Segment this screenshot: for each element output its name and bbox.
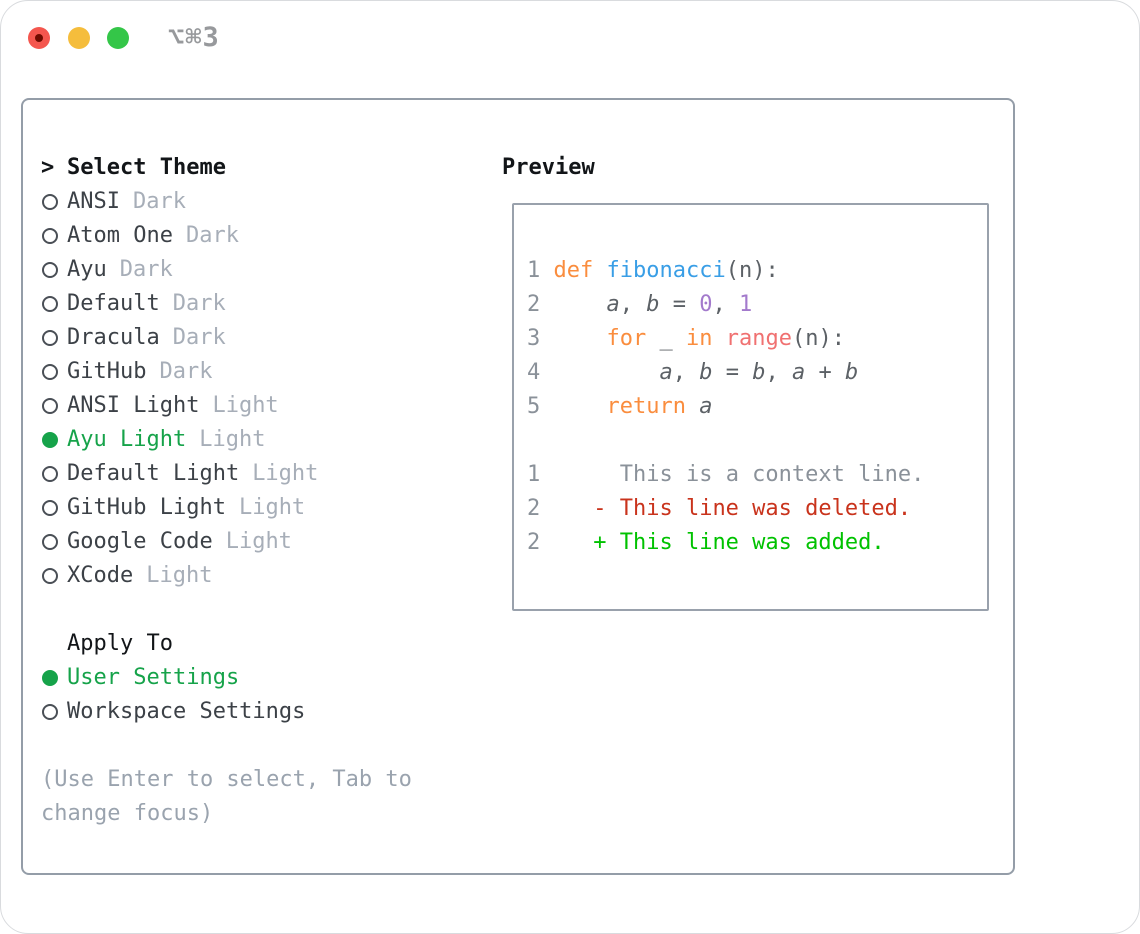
theme-name: Atom One bbox=[67, 223, 173, 248]
code-line: 4 a, b = b, a + b bbox=[527, 360, 859, 385]
theme-name: Dracula bbox=[67, 325, 160, 350]
theme-name: GitHub Light bbox=[67, 495, 226, 520]
selection-caret-icon: > bbox=[41, 155, 55, 180]
theme-name: Default bbox=[67, 291, 160, 316]
titlebar: ⌥⌘3 bbox=[1, 1, 1139, 71]
spacer-row bbox=[41, 593, 481, 627]
theme-option-github[interactable]: GitHub Dark bbox=[41, 355, 481, 389]
radio-icon bbox=[42, 228, 58, 244]
hint-text: (Use Enter to select, Tab to change focus… bbox=[41, 763, 481, 831]
theme-variant: Dark bbox=[119, 257, 173, 282]
spacer-row bbox=[41, 729, 481, 763]
theme-option-google-code[interactable]: Google Code Light bbox=[41, 525, 481, 559]
window-title: ⌥⌘3 bbox=[168, 22, 220, 53]
theme-option-ayu[interactable]: Ayu Dark bbox=[41, 253, 481, 287]
theme-variant: Light bbox=[238, 495, 306, 520]
theme-name: Default Light bbox=[67, 461, 240, 486]
theme-name: XCode bbox=[67, 563, 134, 588]
radio-icon bbox=[42, 194, 58, 210]
radio-selected-icon bbox=[42, 670, 58, 686]
radio-icon bbox=[42, 262, 58, 278]
theme-variant: Dark bbox=[172, 291, 226, 316]
theme-option-ansi-light[interactable]: ANSI Light Light bbox=[41, 389, 481, 423]
theme-variant: Light bbox=[199, 427, 266, 452]
select-theme-title: Select Theme bbox=[67, 155, 226, 180]
minimize-button[interactable] bbox=[68, 27, 90, 49]
code-line: 2 + This line was added. bbox=[527, 530, 885, 555]
theme-option-ansi[interactable]: ANSI Dark bbox=[41, 185, 481, 219]
apply-to-header: Apply To bbox=[41, 627, 481, 661]
code-line: 2 - This line was deleted. bbox=[527, 496, 912, 521]
radio-icon bbox=[42, 364, 58, 380]
theme-variant: Light bbox=[212, 393, 279, 418]
hint-line: (Use Enter to select, Tab to bbox=[41, 767, 412, 792]
theme-option-dracula[interactable]: Dracula Dark bbox=[41, 321, 481, 355]
code-line bbox=[527, 424, 924, 458]
radio-icon bbox=[42, 398, 58, 414]
theme-variant: Light bbox=[252, 461, 319, 486]
radio-icon bbox=[42, 500, 58, 516]
preview-title: Preview bbox=[502, 155, 595, 180]
radio-icon bbox=[42, 296, 58, 312]
code-line: 1 def fibonacci(n): bbox=[527, 258, 779, 283]
radio-icon bbox=[42, 704, 58, 720]
code-line: 5 return a bbox=[527, 394, 713, 419]
theme-variant: Light bbox=[225, 529, 292, 554]
preview-box: 1 def fibonacci(n): 2 a, b = 0, 1 3 for _ … bbox=[512, 203, 989, 611]
theme-variant: Dark bbox=[185, 223, 239, 248]
close-button[interactable] bbox=[28, 27, 50, 49]
option-name: Workspace Settings bbox=[67, 699, 306, 724]
theme-name: Google Code bbox=[67, 529, 213, 554]
theme-option-atom-one[interactable]: Atom One Dark bbox=[41, 219, 481, 253]
theme-option-default[interactable]: Default Dark bbox=[41, 287, 481, 321]
theme-option-xcode[interactable]: XCode Light bbox=[41, 559, 481, 593]
radio-icon bbox=[42, 466, 58, 482]
code-line: 1 This is a context line. bbox=[527, 462, 925, 487]
option-name: User Settings bbox=[67, 665, 240, 690]
code-line: 3 for _ in range(n): bbox=[527, 326, 845, 351]
radio-selected-icon bbox=[42, 432, 58, 448]
theme-option-default-light[interactable]: Default Light Light bbox=[41, 457, 481, 491]
apply-option-user-settings[interactable]: User Settings bbox=[41, 661, 481, 695]
theme-name: Ayu Light bbox=[67, 427, 187, 452]
theme-option-ayu-light[interactable]: Ayu Light Light bbox=[41, 423, 481, 457]
theme-variant: Light bbox=[146, 563, 213, 588]
select-theme-header: > Select Theme bbox=[41, 151, 481, 185]
theme-variant: Dark bbox=[132, 189, 186, 214]
apply-option-workspace-settings[interactable]: Workspace Settings bbox=[41, 695, 481, 729]
radio-icon bbox=[42, 534, 58, 550]
code-preview: 1 def fibonacci(n): 2 a, b = 0, 1 3 for _ … bbox=[527, 254, 924, 560]
apply-to-title: Apply To bbox=[67, 631, 173, 656]
hint-line: change focus) bbox=[41, 801, 214, 826]
theme-name: ANSI bbox=[67, 189, 120, 214]
radio-icon bbox=[42, 330, 58, 346]
theme-name: Ayu bbox=[67, 257, 107, 282]
theme-variant: Dark bbox=[159, 359, 213, 384]
theme-option-github-light[interactable]: GitHub Light Light bbox=[41, 491, 481, 525]
unsaved-dot-icon bbox=[35, 34, 43, 42]
theme-name: ANSI Light bbox=[67, 393, 200, 418]
code-line: 2 a, b = 0, 1 bbox=[527, 292, 753, 317]
theme-variant: Dark bbox=[172, 325, 226, 350]
maximize-button[interactable] bbox=[107, 27, 129, 49]
radio-icon bbox=[42, 568, 58, 584]
theme-name: GitHub bbox=[67, 359, 147, 384]
